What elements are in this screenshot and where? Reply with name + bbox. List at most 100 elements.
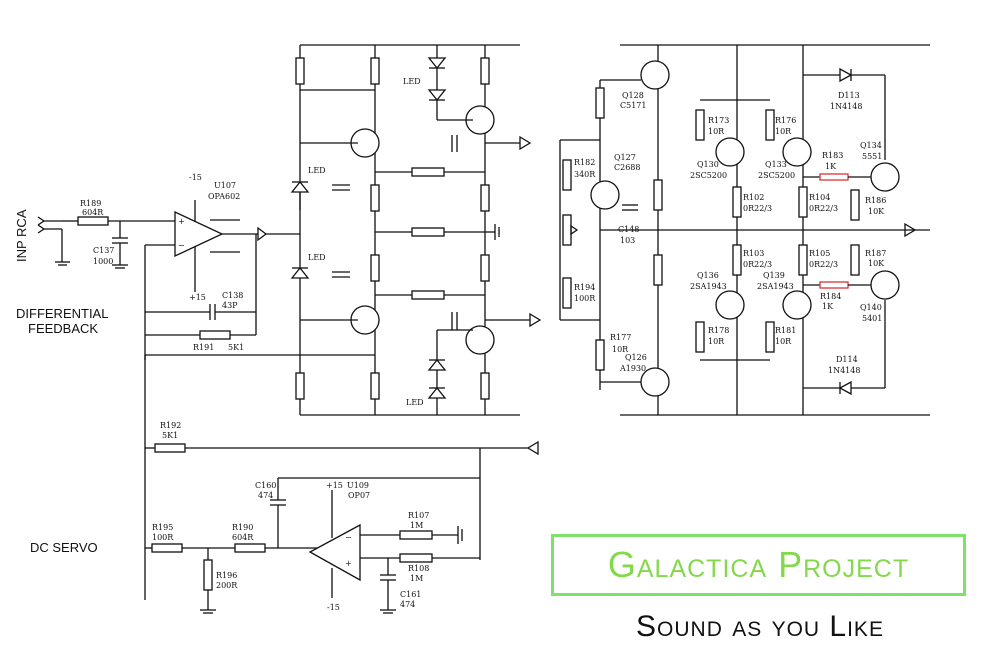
resistor-r176 xyxy=(765,109,775,141)
r194-name: R194 xyxy=(574,283,595,292)
q127-value: C2688 xyxy=(614,163,640,172)
d114-name: D114 xyxy=(836,355,858,364)
resistor-mid-1 xyxy=(295,57,305,85)
resistor-r187 xyxy=(850,244,860,276)
r186-value: 10K xyxy=(868,207,885,216)
r105-value: 0R22/3 xyxy=(809,260,838,269)
r181-value: 10R xyxy=(775,337,792,346)
resistor-mid-5 xyxy=(370,372,380,400)
resistor-r105 xyxy=(798,244,808,276)
c138-value: 43P xyxy=(222,301,238,310)
resistor-r104 xyxy=(798,186,808,218)
d114-value: 1N4148 xyxy=(828,366,860,375)
q139-value: 2SA1943 xyxy=(757,282,794,291)
r104-name: R104 xyxy=(809,193,830,202)
led-label-1: LED xyxy=(308,166,326,175)
brand-tagline: Sound as you Like xyxy=(636,610,884,643)
resistor-r186 xyxy=(850,189,860,221)
led-label-4: LED xyxy=(406,398,424,407)
resistor-q-bias-1 xyxy=(653,179,663,211)
r173-value: 10R xyxy=(708,127,725,136)
r195-value: 100R xyxy=(152,533,174,542)
resistor-r184 xyxy=(819,281,849,289)
c137-name: C137 xyxy=(93,246,114,255)
resistor-q128-base xyxy=(595,87,605,119)
q130-value: 2SC5200 xyxy=(690,171,727,180)
r178-name: R178 xyxy=(708,326,729,335)
resistor-r190 xyxy=(234,543,266,553)
q140-value: 5401 xyxy=(862,314,882,323)
q127-name: Q127 xyxy=(614,153,636,162)
c161-value: 474 xyxy=(400,600,415,609)
r102-value: 0R22/3 xyxy=(743,204,772,213)
r176-name: R176 xyxy=(775,116,796,125)
r182-value: 340R xyxy=(574,170,596,179)
r183-value: 1K xyxy=(825,162,837,171)
resistor-r192 xyxy=(154,443,186,453)
r196-name: R196 xyxy=(216,571,237,580)
resistor-r173 xyxy=(695,109,705,141)
q133-value: 2SC5200 xyxy=(758,171,795,180)
r189-value: 604R xyxy=(82,208,104,217)
resistor-r103 xyxy=(732,244,742,276)
svg-text:−: − xyxy=(178,241,185,250)
led-left-top xyxy=(290,180,350,210)
resistor-q-bias-2 xyxy=(653,254,663,286)
transistor-q133 xyxy=(782,137,812,167)
resistor-mid-6 xyxy=(480,372,490,400)
r177-name: R177 xyxy=(610,333,631,342)
svg-text:+: + xyxy=(178,217,185,226)
u107-plus15: +15 xyxy=(189,293,206,302)
resistor-r178 xyxy=(695,321,705,353)
r103-value: 0R22/3 xyxy=(743,260,772,269)
resistor-r196 xyxy=(203,559,213,591)
u107-name: U107 xyxy=(214,181,236,190)
r108-name: R108 xyxy=(408,564,429,573)
q140-name: Q140 xyxy=(860,303,882,312)
q126-name: Q126 xyxy=(625,353,647,362)
led-left-bottom xyxy=(290,266,350,279)
diode-d114 xyxy=(838,380,852,396)
r186-name: R186 xyxy=(865,196,886,205)
q130-name: Q130 xyxy=(697,160,719,169)
r187-name: R187 xyxy=(865,249,886,258)
r173-name: R173 xyxy=(708,116,729,125)
resistor-r107 xyxy=(399,530,433,540)
q128-value: C5171 xyxy=(620,101,646,110)
r181-name: R181 xyxy=(775,326,796,335)
resistor-mid-9 xyxy=(480,184,490,212)
resistor-r102 xyxy=(732,186,742,218)
r183-name: R183 xyxy=(822,151,843,160)
r182-name: R182 xyxy=(574,158,595,167)
transistor-q130 xyxy=(715,137,745,167)
r190-value: 604R xyxy=(232,533,254,542)
r178-value: 10R xyxy=(708,337,725,346)
r191-name: R191 xyxy=(193,343,214,352)
resistor-r189 xyxy=(77,216,109,226)
r108-value: 1M xyxy=(410,574,423,583)
r190-name: R190 xyxy=(232,523,253,532)
resistor-mid-10 xyxy=(480,254,490,282)
q126-value: A1930 xyxy=(619,364,646,373)
led-label-3: LED xyxy=(403,77,421,86)
transistor-mid-lower-right xyxy=(465,325,495,355)
r194-value: 100R xyxy=(574,294,596,303)
r103-name: R103 xyxy=(743,249,764,258)
transistor-q127 xyxy=(590,180,620,210)
led-top-2 xyxy=(427,89,447,102)
r107-value: 1M xyxy=(410,521,423,530)
c138-name: C138 xyxy=(222,291,243,300)
c160-name: C160 xyxy=(255,481,276,490)
resistor-h1 xyxy=(411,167,445,177)
u107-value: OPA602 xyxy=(208,192,240,201)
q134-value: 5551 xyxy=(862,152,882,161)
q136-value: 2SA1943 xyxy=(690,282,727,291)
potentiometer xyxy=(562,214,572,246)
led-bottom-1 xyxy=(427,358,447,371)
d113-name: D113 xyxy=(838,91,860,100)
d113-value: 1N4148 xyxy=(830,102,862,111)
inp-rca-label: INP RCA xyxy=(14,209,29,262)
u109-name: U109 xyxy=(347,481,369,490)
resistor-mid-8 xyxy=(370,254,380,282)
